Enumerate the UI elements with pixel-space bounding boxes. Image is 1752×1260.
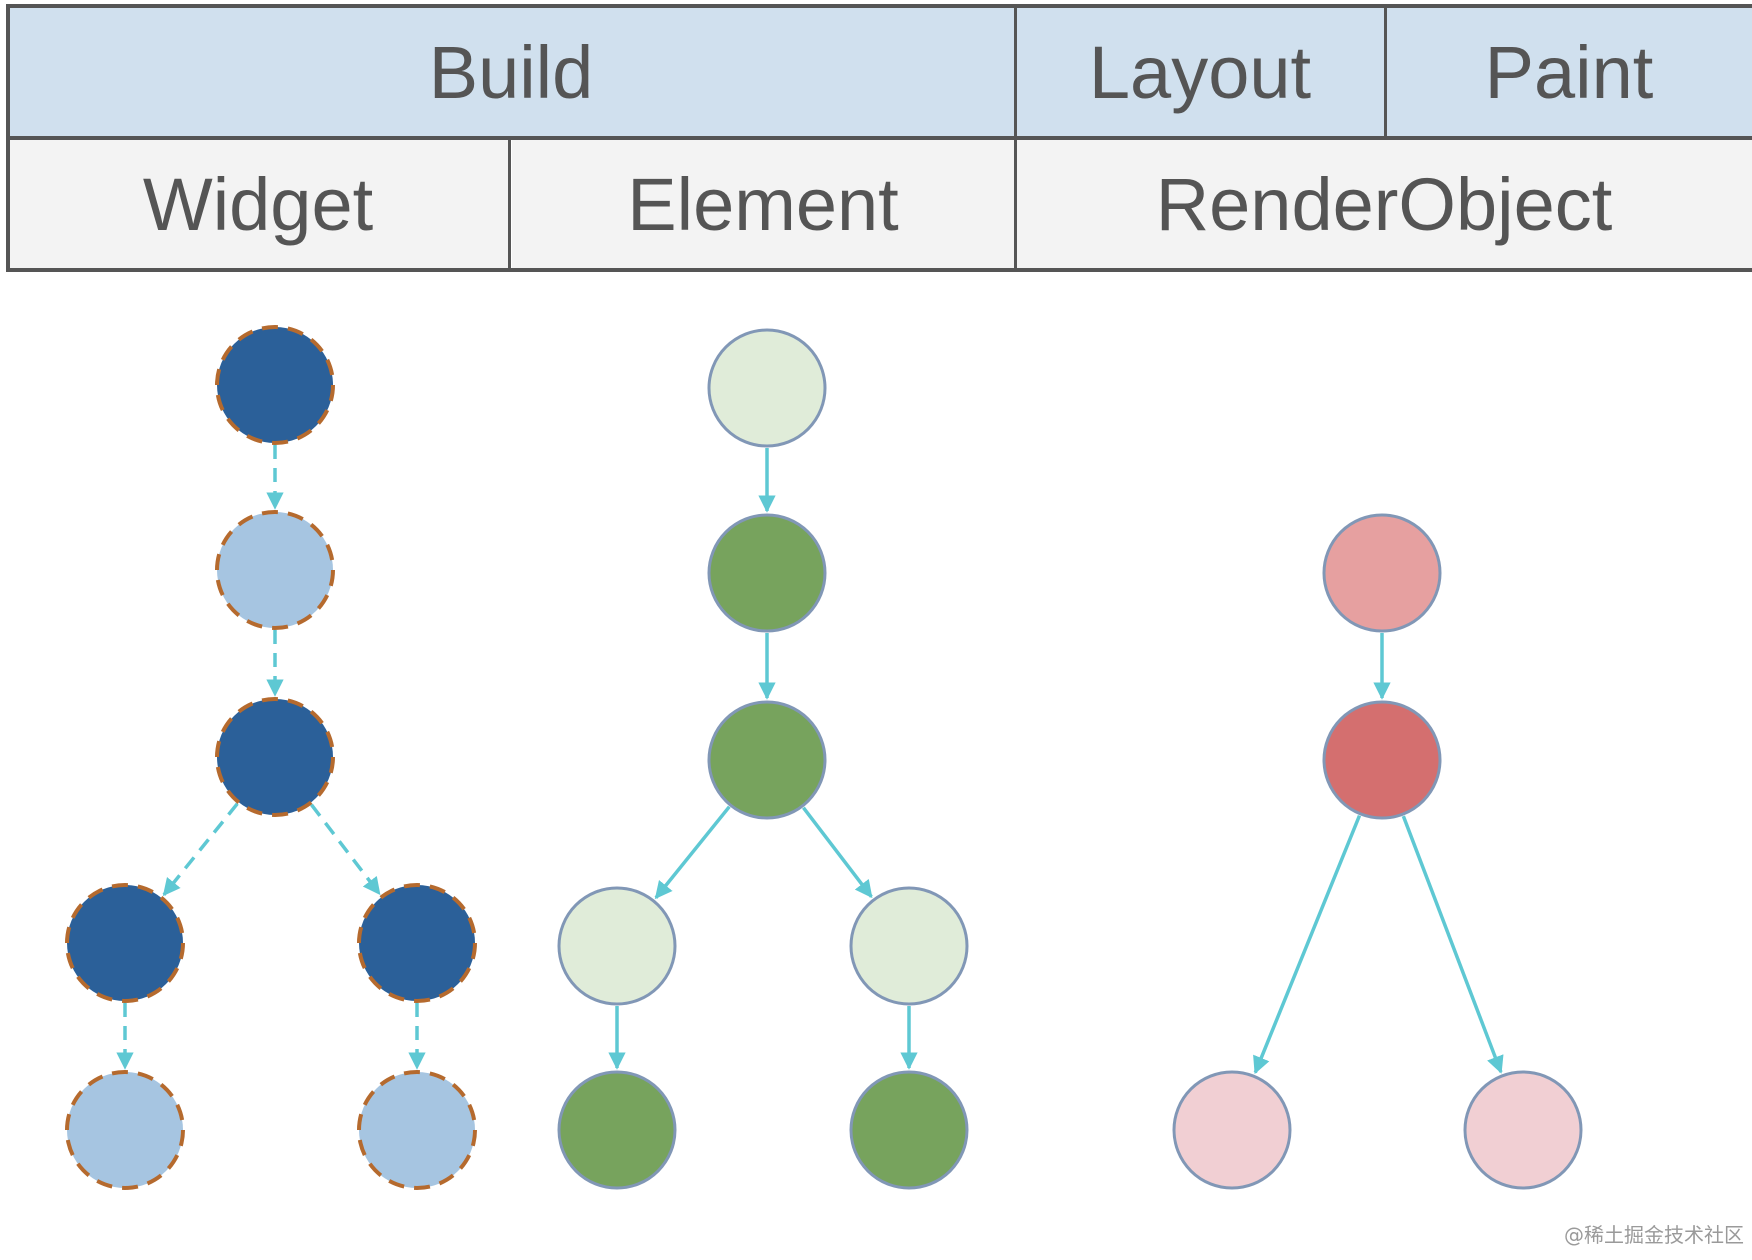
widget-node-w7: [357, 1070, 477, 1190]
widget-node-w6: [65, 1070, 185, 1190]
tree-renderobject: RenderObject: [1016, 140, 1752, 268]
widget-edge-w3-w4: [162, 802, 239, 897]
widget-node-w5: [357, 883, 477, 1003]
render-node-r3: [1172, 1070, 1292, 1190]
element-node-e6: [557, 1070, 677, 1190]
phase-build: Build: [8, 8, 1014, 136]
nodes-layer: [65, 325, 1583, 1190]
header-border-top: [6, 4, 1752, 8]
element-node-e2: [707, 513, 827, 633]
header-border-left: [6, 4, 10, 272]
element-node-e7: [849, 1070, 969, 1190]
phase-paint: Paint: [1386, 8, 1752, 136]
phase-layout: Layout: [1016, 8, 1384, 136]
header-divider-build-layout: [1014, 4, 1017, 272]
element-node-e5: [849, 886, 969, 1006]
tree-widget: Widget: [8, 140, 508, 268]
widget-node-w2: [215, 510, 335, 630]
header-border-bottom: [6, 268, 1752, 272]
widget-node-w1: [215, 325, 335, 445]
widget-node-w3: [215, 697, 335, 817]
edges-layer: [116, 445, 1504, 1075]
widget-node-w4: [65, 883, 185, 1003]
watermark-text: @稀土掘金技术社区: [1564, 1223, 1744, 1247]
tree-element: Element: [512, 140, 1014, 268]
render-node-r4: [1463, 1070, 1583, 1190]
render-edge-r2-r4: [1401, 815, 1504, 1074]
widget-edge-w3-w5: [310, 803, 381, 896]
element-node-e4: [557, 886, 677, 1006]
header-border-middle: [6, 136, 1752, 140]
element-edge-e3-e4: [654, 805, 731, 900]
render-edge-r2-r3: [1253, 814, 1362, 1075]
header-divider-layout-paint: [1384, 4, 1387, 138]
render-node-r2: [1322, 700, 1442, 820]
element-edge-e3-e5: [802, 806, 873, 899]
header-divider-widget-element: [508, 136, 511, 272]
element-node-e3: [707, 700, 827, 820]
element-node-e1: [707, 328, 827, 448]
render-node-r1: [1322, 513, 1442, 633]
